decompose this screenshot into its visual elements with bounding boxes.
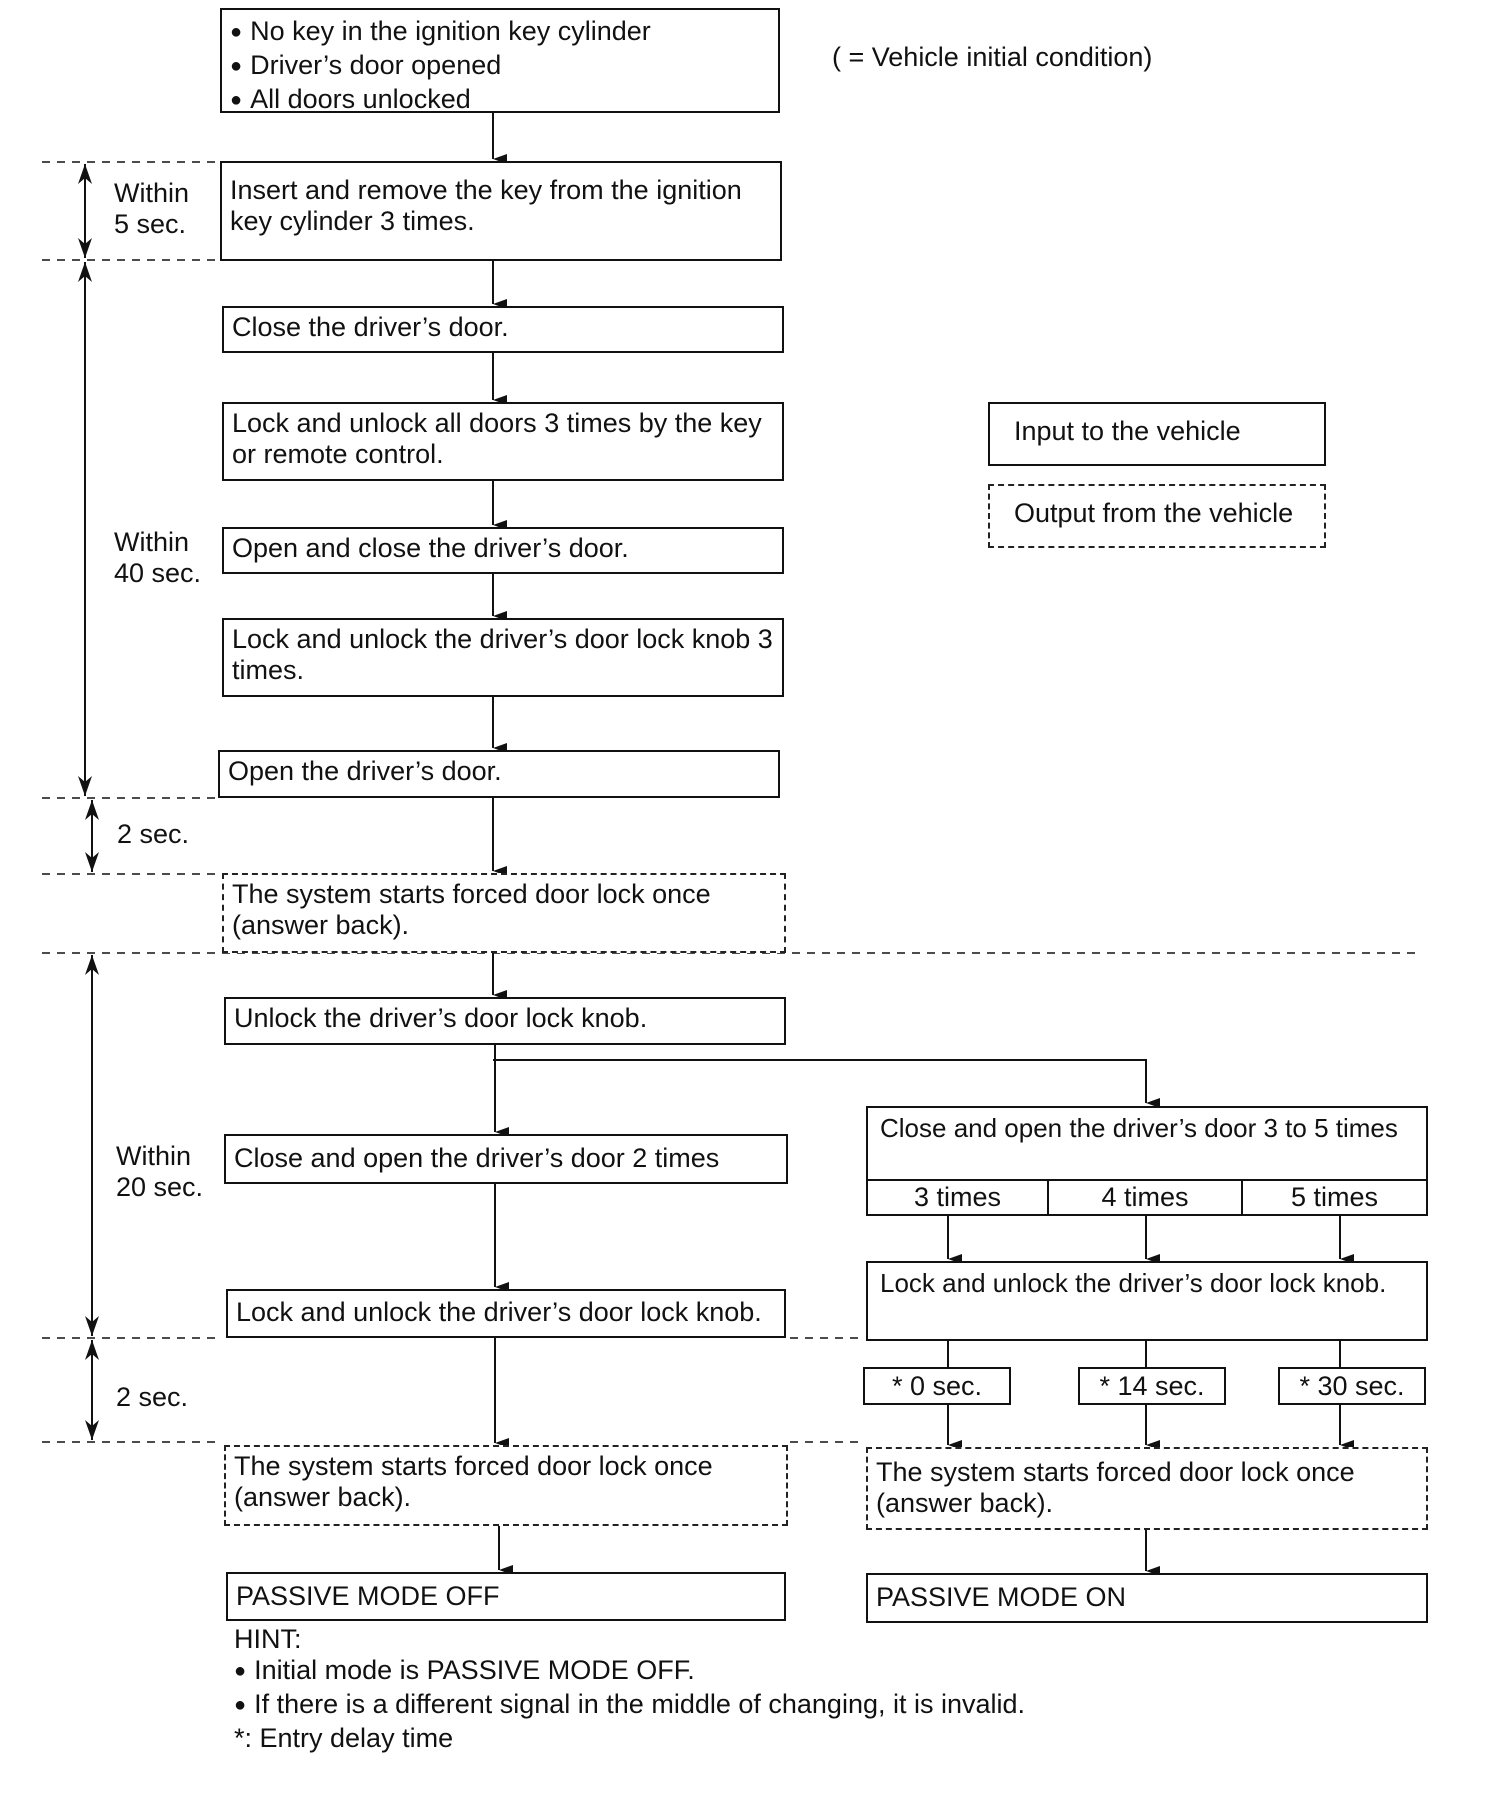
step-open-driver-door: Open the driver’s door.	[218, 750, 780, 798]
hint-item: Initial mode is PASSIVE MODE OFF.	[234, 1655, 1025, 1689]
hint-section: HINT: Initial mode is PASSIVE MODE OFF. …	[234, 1624, 1025, 1754]
timing-label-line: 5 sec.	[114, 209, 187, 239]
initial-condition-note: ( = Vehicle initial condition)	[832, 42, 1153, 72]
timing-label-line: Within	[114, 527, 190, 557]
timing-label-line: 40 sec.	[114, 558, 202, 588]
hint-title: HINT:	[234, 1624, 302, 1654]
output-answer-back-3: The system starts forced door lock once …	[866, 1447, 1428, 1530]
step-insert-remove-key: Insert and remove the key from the ignit…	[220, 161, 782, 261]
timing-2-sec-first: 2 sec.	[117, 819, 190, 849]
timing-within-40-sec: Within 40 sec.	[114, 527, 201, 589]
delay-0-sec: * 0 sec.	[863, 1367, 1011, 1405]
step-lock-unlock-knob-right: Lock and unlock the driver’s door lock k…	[866, 1261, 1428, 1341]
delay-30-sec: * 30 sec.	[1278, 1367, 1426, 1405]
step-lock-unlock-knob-3-times: Lock and unlock the driver’s door lock k…	[222, 618, 784, 697]
output-answer-back-1: The system starts forced door lock once …	[222, 873, 786, 953]
legend-input: Input to the vehicle	[988, 402, 1326, 466]
option-5-times: 5 times	[1241, 1181, 1428, 1216]
hint-item: If there is a different signal in the mi…	[234, 1689, 1025, 1723]
timing-2-sec-second: 2 sec.	[116, 1382, 189, 1412]
result-passive-mode-off: PASSIVE MODE OFF	[226, 1572, 786, 1621]
option-3-times: 3 times	[866, 1181, 1049, 1216]
initial-condition-item: All doors unlocked	[230, 84, 770, 118]
timing-label-line: Within	[114, 178, 190, 208]
result-passive-mode-on: PASSIVE MODE ON	[866, 1573, 1428, 1623]
step-close-open-2-times: Close and open the driver’s door 2 times	[224, 1134, 788, 1184]
option-4-times: 4 times	[1047, 1181, 1243, 1216]
step-close-open-3-to-5-times: Close and open the driver’s door 3 to 5 …	[866, 1106, 1428, 1181]
legend-output: Output from the vehicle	[988, 484, 1326, 548]
timing-label-line: 20 sec.	[116, 1172, 204, 1202]
timing-separators	[42, 161, 1420, 1443]
step-open-close-driver-door: Open and close the driver’s door.	[222, 527, 784, 574]
output-answer-back-2: The system starts forced door lock once …	[224, 1445, 788, 1526]
step-close-open-3-to-5-times-text: Close and open the driver’s door 3 to 5 …	[880, 1113, 1398, 1143]
initial-condition-item: Driver’s door opened	[230, 50, 770, 84]
step-lock-unlock-all-doors: Lock and unlock all doors 3 times by the…	[222, 402, 784, 481]
delay-14-sec: * 14 sec.	[1078, 1367, 1226, 1405]
hint-footnote: *: Entry delay time	[234, 1723, 454, 1753]
initial-condition-box: No key in the ignition key cylinder Driv…	[220, 8, 780, 114]
initial-condition-item: No key in the ignition key cylinder	[230, 16, 770, 50]
timing-within-20-sec: Within 20 sec.	[116, 1141, 203, 1203]
timing-within-5-sec: Within 5 sec.	[114, 178, 189, 240]
step-close-driver-door: Close the driver’s door.	[222, 306, 784, 353]
step-unlock-driver-knob: Unlock the driver’s door lock knob.	[224, 997, 786, 1045]
step-lock-unlock-knob-right-text: Lock and unlock the driver’s door lock k…	[880, 1268, 1387, 1298]
step-lock-unlock-driver-knob: Lock and unlock the driver’s door lock k…	[226, 1289, 786, 1338]
timing-label-line: Within	[116, 1141, 192, 1171]
